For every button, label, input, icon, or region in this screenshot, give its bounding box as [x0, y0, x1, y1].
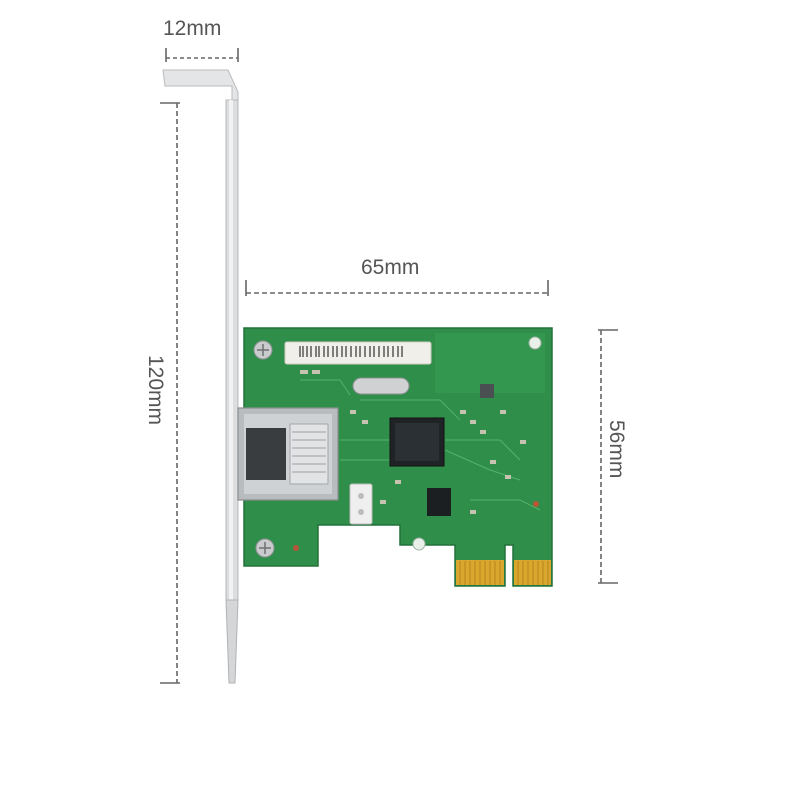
white-header-connector [349, 483, 373, 525]
dimension-120mm-label: 120mm [144, 355, 167, 426]
dimension-12mm-label: 12mm [163, 17, 222, 40]
small-ic-chip [427, 488, 451, 516]
dimension-56mm-line [598, 329, 618, 584]
crystal-oscillator [352, 377, 410, 395]
mounting-screw-top [253, 340, 273, 360]
smd-components [300, 370, 526, 514]
pcb-hole-bottom [412, 537, 426, 551]
rj45-ethernet-port [237, 407, 339, 501]
dimension-56mm-label: 56mm [605, 420, 628, 479]
controller-chip [389, 417, 445, 467]
barcode-sticker [284, 341, 432, 365]
dimension-120mm-line [160, 102, 180, 684]
black-capacitor [480, 384, 494, 398]
pcb-board [243, 327, 553, 587]
pcie-gold-contacts [456, 560, 551, 585]
metal-bracket [162, 69, 239, 684]
mounting-screw-bottom [255, 538, 275, 558]
dimension-lines [160, 48, 618, 684]
dimension-65mm-line [245, 280, 549, 296]
pcb-via-grid [435, 333, 545, 393]
red-dot [533, 501, 539, 507]
dimension-65mm-label: 65mm [361, 256, 420, 279]
pcb-hole-top-right [528, 336, 542, 350]
dimension-12mm-line [165, 48, 239, 62]
red-led [293, 545, 299, 551]
